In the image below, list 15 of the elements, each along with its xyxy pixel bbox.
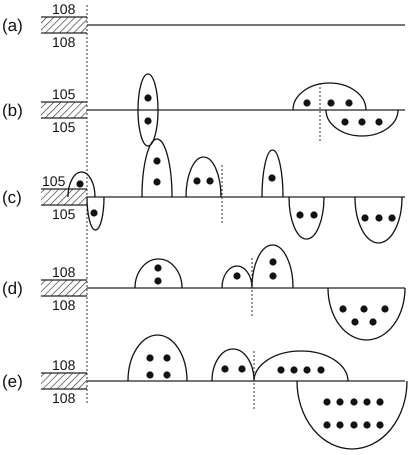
value-label: 108: [52, 2, 76, 16]
value-label: 108: [52, 265, 76, 279]
value-label: 108: [52, 391, 76, 405]
panel-label: (c): [2, 189, 22, 206]
value-label: 108: [52, 298, 76, 312]
value-label: 105: [52, 120, 76, 134]
value-label: 108: [52, 35, 76, 49]
panel-label: (e): [2, 373, 23, 390]
panel-label: (b): [2, 102, 23, 119]
panel-label: (a): [2, 17, 23, 34]
panel-label: (d): [2, 280, 23, 297]
value-label: 105: [52, 207, 76, 221]
value-label: 105: [42, 174, 66, 188]
value-label: 105: [52, 87, 76, 101]
value-label: 108: [52, 358, 76, 372]
